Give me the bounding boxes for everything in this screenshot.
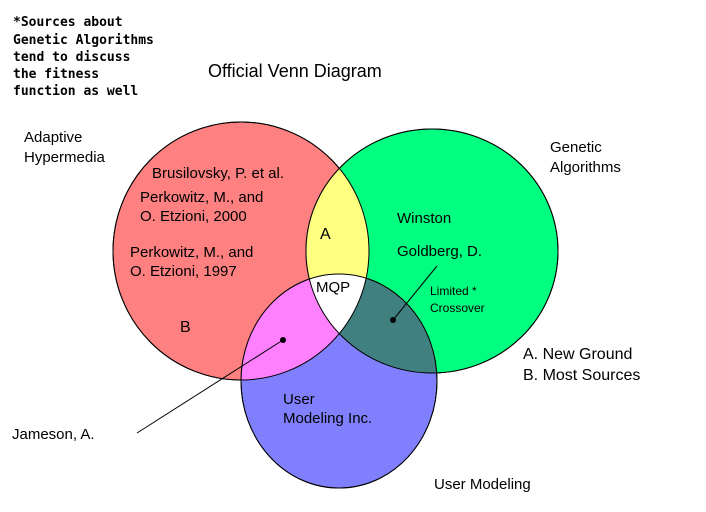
overlap-ga-um bbox=[306, 274, 437, 373]
region-legend: A. New Ground B. Most Sources bbox=[523, 346, 640, 384]
diagram-title: Official Venn Diagram bbox=[208, 61, 382, 81]
note-line: the fitness bbox=[13, 67, 99, 82]
source-user-modeling-inc: User bbox=[283, 391, 315, 408]
limited-crossover-label: Crossover bbox=[430, 301, 485, 315]
source-perkowitz-1997: Perkowitz, M., and bbox=[130, 244, 253, 261]
source-brusilovsky: Brusilovsky, P. et al. bbox=[152, 165, 284, 182]
mqp-label: MQP bbox=[316, 279, 350, 296]
genetic-algorithms-label: Algorithms bbox=[550, 159, 621, 176]
overlap-ah-um bbox=[241, 274, 369, 380]
goldberg-dot bbox=[390, 317, 396, 323]
source-user-modeling-inc: Modeling Inc. bbox=[283, 410, 372, 427]
source-winston: Winston bbox=[397, 210, 451, 227]
region-a-marker: A bbox=[320, 226, 331, 243]
source-jameson: Jameson, A. bbox=[12, 426, 95, 443]
adaptive-hypermedia-label: Adaptive bbox=[24, 129, 82, 146]
genetic-algorithms-label: Genetic bbox=[550, 139, 602, 156]
adaptive-hypermedia-label: Hypermedia bbox=[24, 149, 106, 166]
fitness-note: *Sources about Genetic Algorithms tend t… bbox=[13, 15, 154, 99]
goldberg-leader-line bbox=[392, 265, 438, 321]
source-perkowitz-2000: O. Etzioni, 2000 bbox=[140, 208, 247, 225]
source-goldberg: Goldberg, D. bbox=[397, 243, 482, 260]
legend-item: A. New Ground bbox=[523, 346, 632, 363]
jameson-leader-line bbox=[136, 339, 284, 434]
jameson-dot bbox=[280, 337, 286, 343]
note-line: *Sources about bbox=[13, 15, 123, 30]
legend-item: B. Most Sources bbox=[523, 367, 640, 384]
region-b-marker: B bbox=[180, 319, 191, 336]
source-perkowitz-1997: O. Etzioni, 1997 bbox=[130, 263, 237, 280]
note-line: Genetic Algorithms bbox=[13, 33, 154, 48]
note-line: tend to discuss bbox=[13, 50, 130, 65]
user-modeling-label: User Modeling bbox=[434, 476, 531, 493]
note-line: function as well bbox=[13, 84, 138, 99]
limited-crossover-label: Limited * bbox=[430, 284, 477, 298]
source-perkowitz-2000: Perkowitz, M., and bbox=[140, 189, 263, 206]
